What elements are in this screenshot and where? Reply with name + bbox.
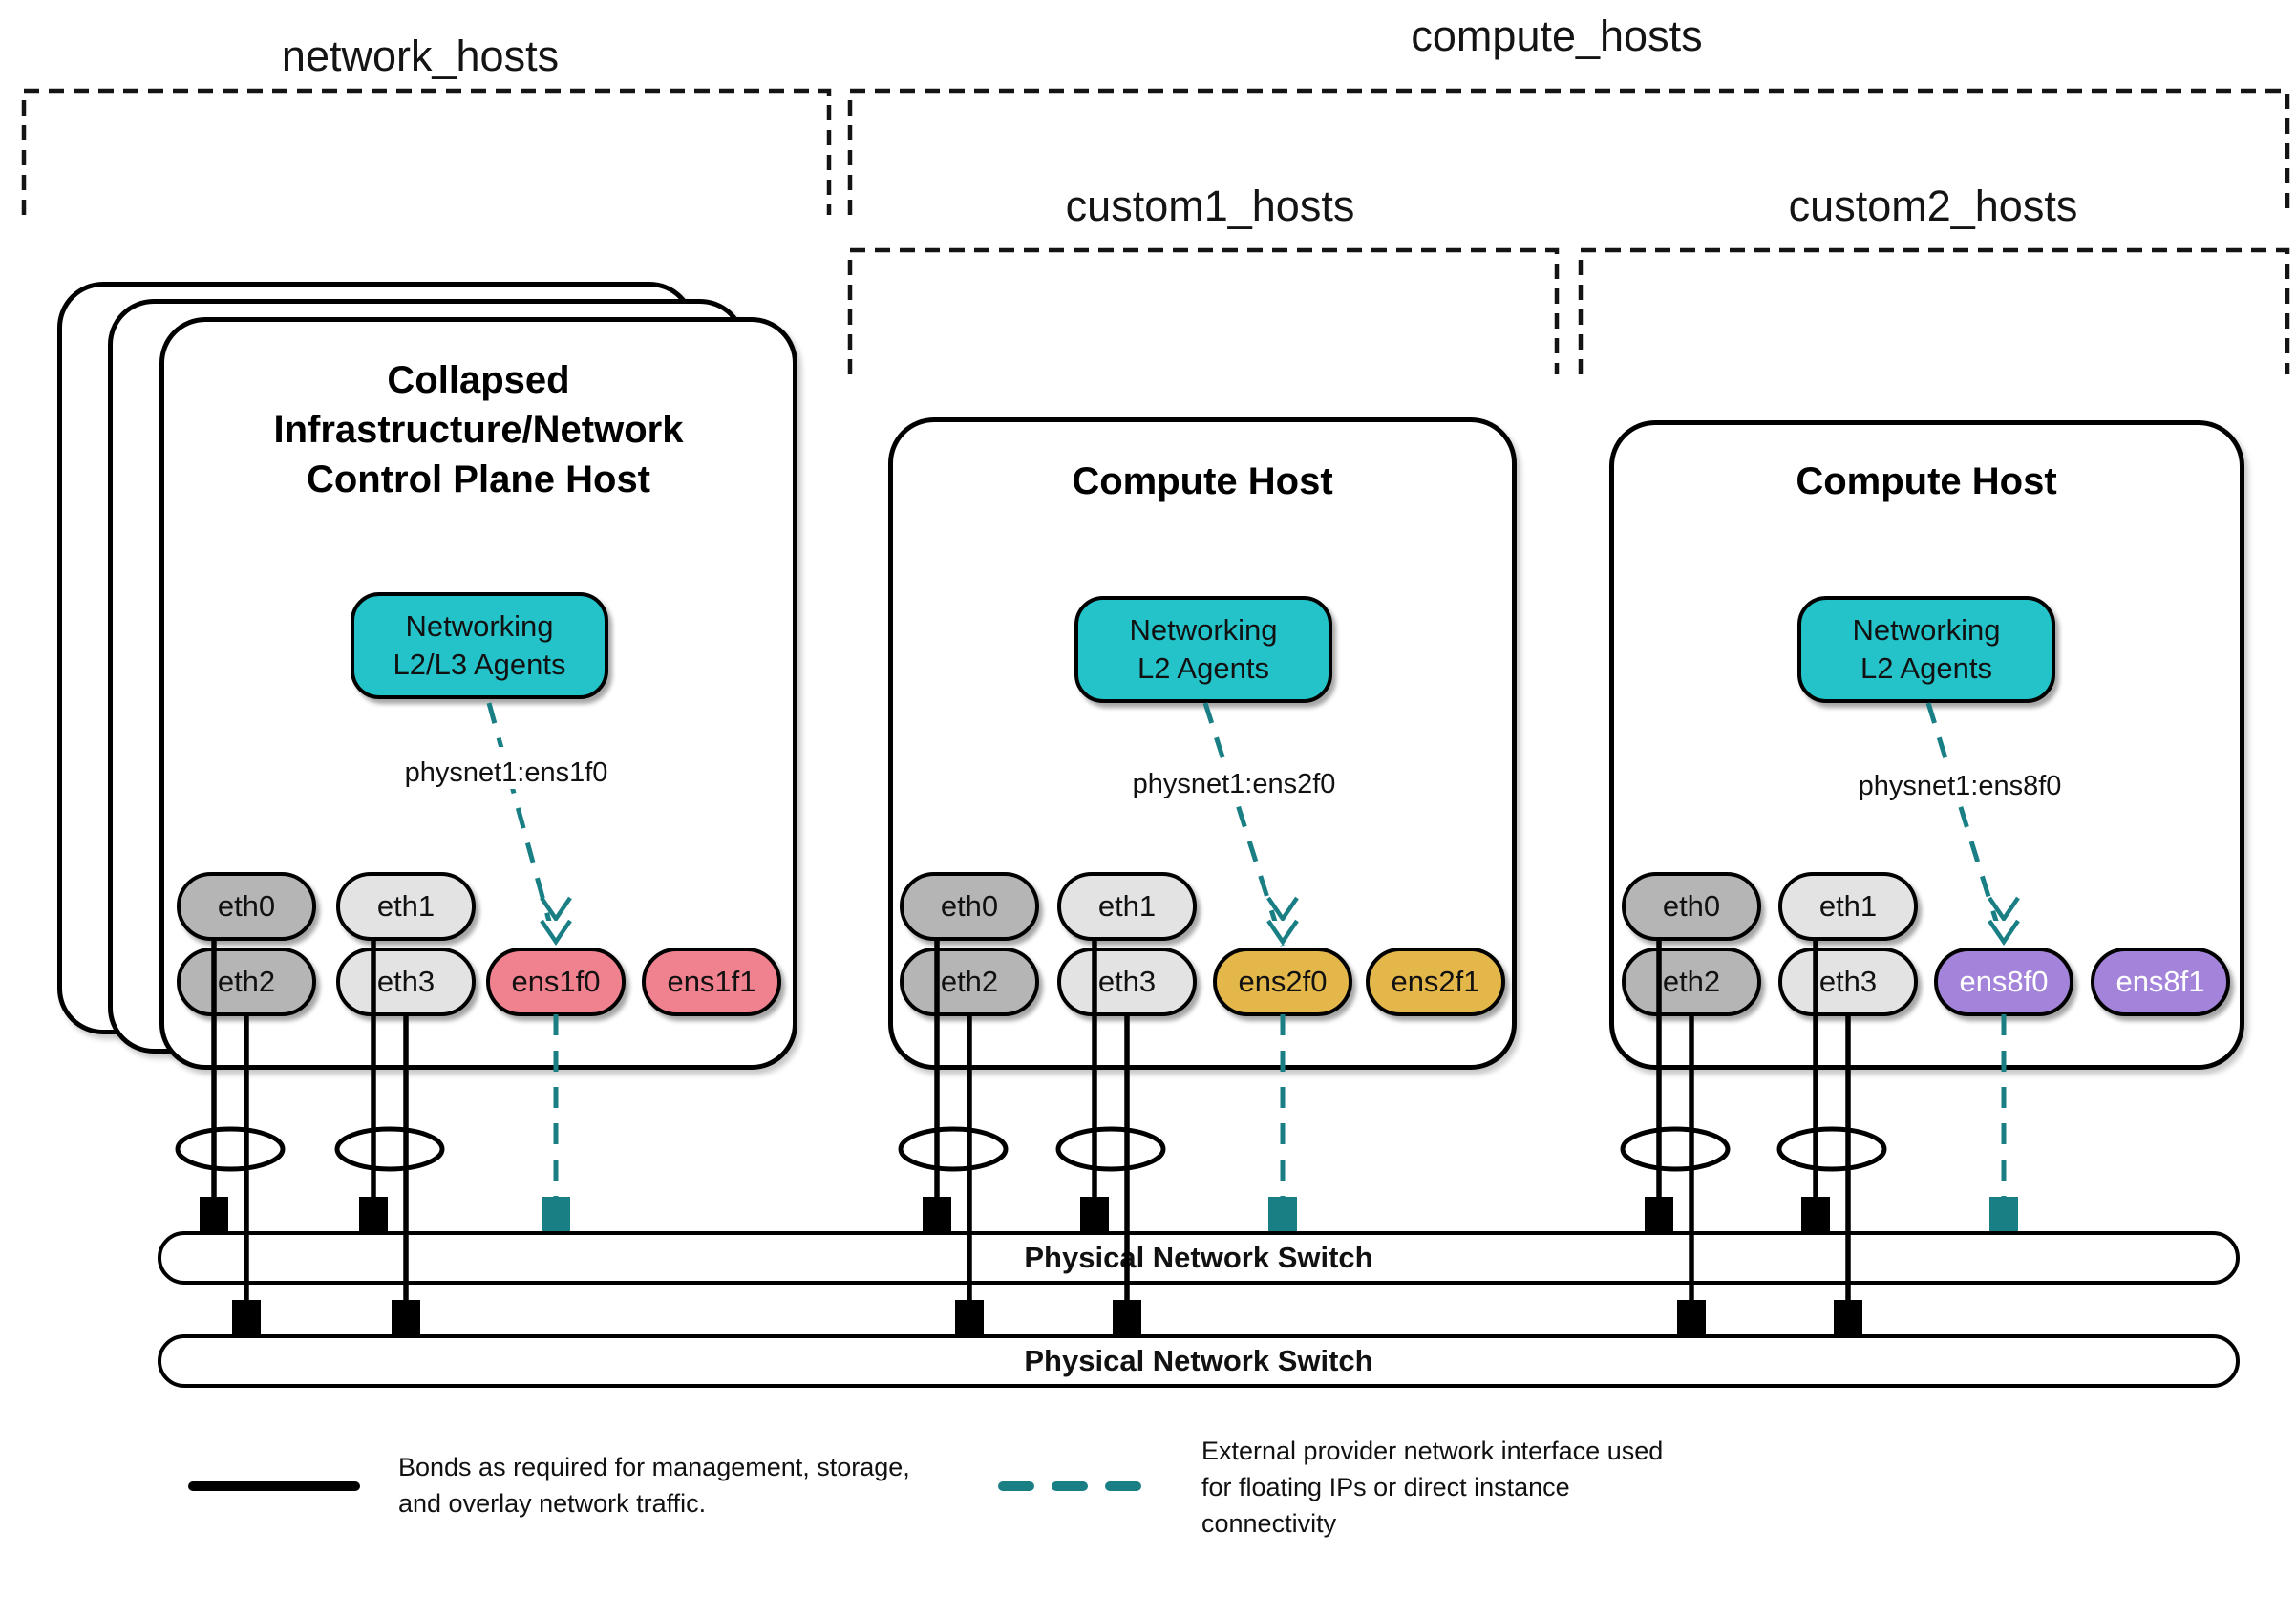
- nic-pill-eth2: eth2: [177, 948, 316, 1016]
- control-plane-host-title: Collapsed Infrastructure/Network Control…: [273, 359, 684, 500]
- switch-port-connector: [232, 1300, 261, 1334]
- nic-pill-ens1f1: ens1f1: [642, 948, 781, 1016]
- nic-pill-ens2f1: ens2f1: [1366, 948, 1505, 1016]
- compute-host-1-title: Compute Host: [1072, 460, 1333, 502]
- group-label-network-hosts: network_hosts: [281, 32, 560, 80]
- nic-pill-eth3: eth3: [1057, 948, 1197, 1016]
- compute-host-2-title: Compute Host: [1796, 460, 2057, 502]
- agent-label-line2: L2 Agents: [1860, 651, 1992, 685]
- nic-pill-ens8f0: ens8f0: [1934, 948, 2073, 1016]
- switch-port-connector: [1834, 1300, 1862, 1334]
- group-label-custom2-hosts: custom2_hosts: [1788, 181, 2078, 230]
- agent-label-line1: Networking: [1852, 613, 2001, 647]
- nic-pill-ens1f0: ens1f0: [486, 948, 626, 1016]
- bond-ellipse: [1620, 1126, 1731, 1172]
- nic-pill-eth1: eth1: [1778, 872, 1918, 941]
- switch-port-connector: [392, 1300, 420, 1334]
- agent-label-line2: L2 Agents: [1137, 651, 1269, 685]
- physical-network-switch-2: Physical Network Switch: [158, 1334, 2240, 1388]
- legend-bond-text: Bonds as required for management, storag…: [398, 1453, 910, 1518]
- bond-ellipse: [175, 1126, 286, 1172]
- group-label-compute-hosts: compute_hosts: [1411, 11, 1703, 60]
- legend-external-text: External provider network interface used…: [1201, 1437, 1664, 1538]
- nic-pill-eth2: eth2: [900, 948, 1039, 1016]
- bond-ellipse: [898, 1126, 1009, 1172]
- switch-label: Physical Network Switch: [1024, 1241, 1373, 1274]
- switch-port-connector-teal: [1989, 1197, 2018, 1231]
- nic-pill-eth3: eth3: [1778, 948, 1918, 1016]
- group-label-custom1-hosts: custom1_hosts: [1065, 181, 1355, 230]
- bond-ellipse: [1776, 1126, 1887, 1172]
- switch-port-connector: [1645, 1197, 1673, 1231]
- agent-label-line1: Networking: [405, 609, 554, 643]
- switch-port-connector: [1113, 1300, 1141, 1334]
- switch-port-connector: [359, 1197, 388, 1231]
- agent-label-line2: L2/L3 Agents: [393, 648, 566, 681]
- switch-port-connector: [923, 1197, 951, 1231]
- networking-agents-box-1: Networking L2/L3 Agents: [351, 592, 608, 699]
- bracket-custom2-hosts: [1578, 247, 2290, 374]
- nic-pill-ens2f0: ens2f0: [1213, 948, 1352, 1016]
- switch-port-connector: [200, 1197, 228, 1231]
- nic-pill-eth2: eth2: [1622, 948, 1761, 1016]
- switch-port-connector-teal: [1268, 1197, 1297, 1231]
- nic-pill-eth0: eth0: [900, 872, 1039, 941]
- nic-pill-eth3: eth3: [336, 948, 476, 1016]
- agent-label-line1: Networking: [1129, 613, 1278, 647]
- switch-port-connector-teal: [542, 1197, 570, 1231]
- networking-agents-box-3: Networking L2 Agents: [1797, 596, 2055, 703]
- bond-ellipse: [1055, 1126, 1166, 1172]
- switch-port-connector: [1080, 1197, 1109, 1231]
- bracket-network-hosts: [21, 88, 832, 215]
- networking-agents-box-2: Networking L2 Agents: [1074, 596, 1332, 703]
- physical-network-switch-1: Physical Network Switch: [158, 1231, 2240, 1285]
- bond-ellipse: [334, 1126, 445, 1172]
- switch-port-connector: [1677, 1300, 1706, 1334]
- nic-pill-eth1: eth1: [336, 872, 476, 941]
- nic-pill-ens8f1: ens8f1: [2091, 948, 2230, 1016]
- switch-port-connector: [1801, 1197, 1830, 1231]
- switch-label: Physical Network Switch: [1024, 1344, 1373, 1377]
- nic-pill-eth1: eth1: [1057, 872, 1197, 941]
- switch-port-connector: [955, 1300, 984, 1334]
- bracket-custom1-hosts: [847, 247, 1560, 374]
- nic-pill-eth0: eth0: [1622, 872, 1761, 941]
- nic-pill-eth0: eth0: [177, 872, 316, 941]
